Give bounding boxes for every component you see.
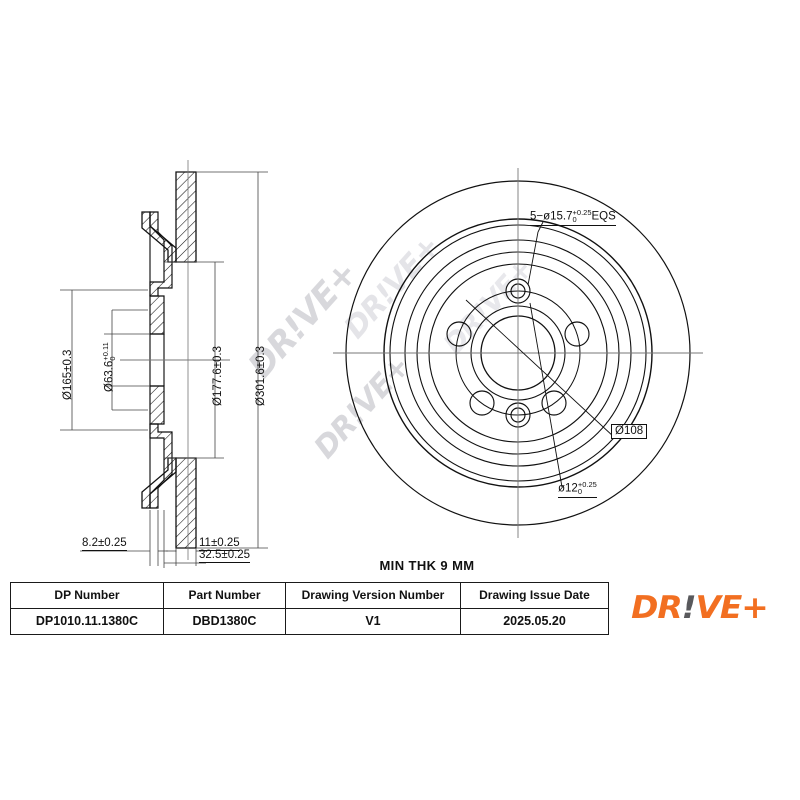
callout-bolt-circle: Ø108	[611, 424, 648, 439]
bolt-hole	[469, 390, 495, 416]
section-hat-wall-bottom	[149, 423, 173, 509]
logo-bang: !	[681, 590, 697, 626]
section-friction-ring-top	[175, 171, 197, 263]
section-friction-ring-bottom	[175, 457, 197, 549]
bolt-hole	[564, 321, 590, 347]
brand-logo: DR!VE+	[609, 584, 791, 634]
value-part-number: DBD1380C	[163, 608, 286, 635]
table-header-row: DP Number Part Number Drawing Version Nu…	[10, 582, 791, 635]
dim-177-lines	[164, 261, 224, 459]
dim-outer-hat-diameter: Ø165±0.3	[62, 349, 74, 400]
header-dp-number: DP Number	[10, 582, 164, 609]
bolt-hole	[541, 390, 567, 416]
value-dp-number: DP1010.11.1380C	[10, 608, 164, 635]
dim-inner-friction-diameter: Ø177.6±0.3	[212, 345, 224, 406]
dim-overall-height: 32.5±0.25	[199, 549, 251, 563]
brand-logo-cell: DR!VE+	[608, 582, 791, 635]
section-hat-wall-top	[149, 211, 173, 297]
header-drawing-version: Drawing Version Number	[285, 582, 461, 609]
dim-301-lines	[196, 171, 268, 549]
section-hub-flange-bottom	[149, 385, 165, 425]
dim-165-lines	[60, 289, 148, 431]
dim-outer-disc-diameter: Ø301.6±0.3	[255, 345, 267, 406]
value-issue-date: 2025.05.20	[460, 608, 609, 635]
leader-bolt-holes	[527, 221, 544, 286]
logo-suffix: VE+	[695, 590, 769, 626]
table-data-row: DP1010.11.1380C DBD1380C V1 2025.05.20	[10, 608, 791, 635]
leader-pilot-hole	[529, 302, 563, 488]
value-drawing-version: V1	[285, 608, 461, 635]
header-part-number: Part Number	[163, 582, 286, 609]
dim-63-lines	[104, 309, 150, 411]
header-issue-date: Drawing Issue Date	[460, 582, 609, 609]
leader-bolt-circle	[465, 299, 615, 438]
logo-prefix: DR	[631, 590, 683, 626]
bolt-hole	[446, 321, 472, 347]
section-hub-flange-top	[149, 295, 165, 335]
dim-hat-height: 8.2±0.25	[82, 537, 127, 551]
dim-disc-thickness: 11±0.25	[199, 537, 240, 551]
min-thickness-note: MIN THK 9 MM	[379, 558, 475, 573]
face-view	[333, 168, 703, 538]
title-block-table: DP Number Part Number Drawing Version Nu…	[10, 582, 791, 635]
dim-bottom-lines	[80, 510, 206, 568]
